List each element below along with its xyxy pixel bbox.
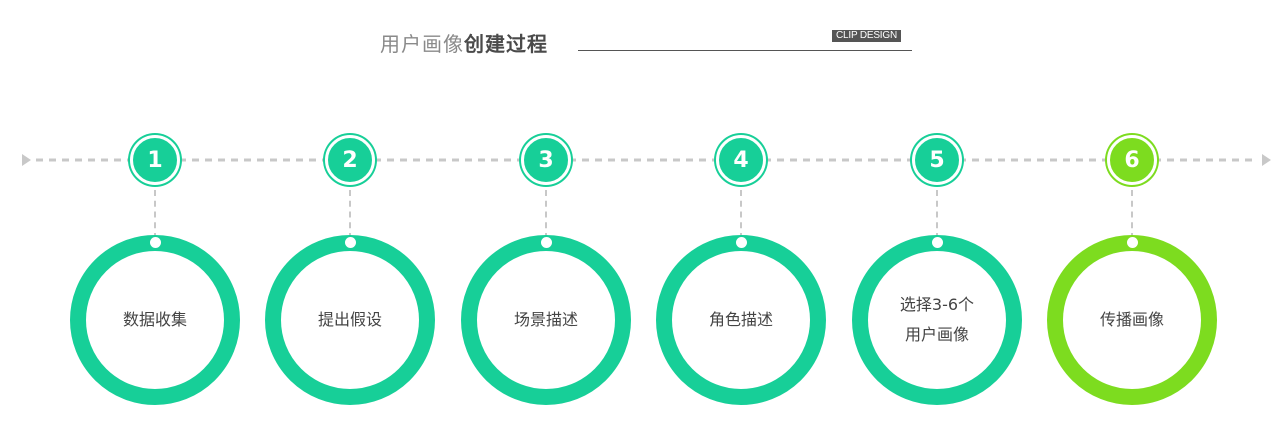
triangle-right-icon bbox=[22, 154, 31, 166]
step-number-1: 1 bbox=[130, 135, 180, 185]
step-label: 数据收集 bbox=[122, 310, 187, 329]
title-bold: 创建过程 bbox=[464, 32, 548, 56]
step-number-3: 3 bbox=[521, 135, 571, 185]
ring-dot bbox=[735, 237, 747, 248]
title-light: 用户画像 bbox=[380, 32, 464, 56]
step-label: 传播画像 bbox=[1099, 310, 1164, 329]
step-number-5: 5 bbox=[912, 135, 962, 185]
step-connector bbox=[154, 190, 156, 239]
brand-badge: CLIP DESIGN bbox=[832, 30, 901, 42]
step-connector bbox=[936, 190, 938, 239]
step-circle-6: 传播画像 bbox=[1047, 235, 1217, 405]
step-circle-5: 选择3-6个 用户画像 bbox=[852, 235, 1022, 405]
ring-dot bbox=[344, 237, 356, 248]
step-number-6: 6 bbox=[1107, 135, 1157, 185]
step-connector bbox=[545, 190, 547, 239]
step-connector bbox=[740, 190, 742, 239]
step-circle-3: 场景描述 bbox=[461, 235, 631, 405]
step-connector bbox=[349, 190, 351, 239]
ring-dot bbox=[1126, 237, 1138, 248]
ring-dot bbox=[149, 237, 161, 248]
step-label: 选择3-6个 用户画像 bbox=[899, 295, 975, 344]
title-bar: 用户画像创建过程 CLIP DESIGN bbox=[380, 24, 912, 60]
step-label: 提出假设 bbox=[317, 310, 382, 329]
ring-dot bbox=[540, 237, 552, 248]
step-circle-1: 数据收集 bbox=[70, 235, 240, 405]
triangle-right-icon bbox=[1262, 154, 1271, 166]
title-underline bbox=[578, 50, 912, 51]
step-circle-4: 角色描述 bbox=[656, 235, 826, 405]
step-label: 角色描述 bbox=[708, 310, 773, 329]
page-title: 用户画像创建过程 bbox=[380, 28, 548, 57]
step-connector bbox=[1131, 190, 1133, 239]
step-label: 场景描述 bbox=[513, 310, 578, 329]
step-number-2: 2 bbox=[325, 135, 375, 185]
step-number-4: 4 bbox=[716, 135, 766, 185]
step-circle-2: 提出假设 bbox=[265, 235, 435, 405]
ring-dot bbox=[931, 237, 943, 248]
